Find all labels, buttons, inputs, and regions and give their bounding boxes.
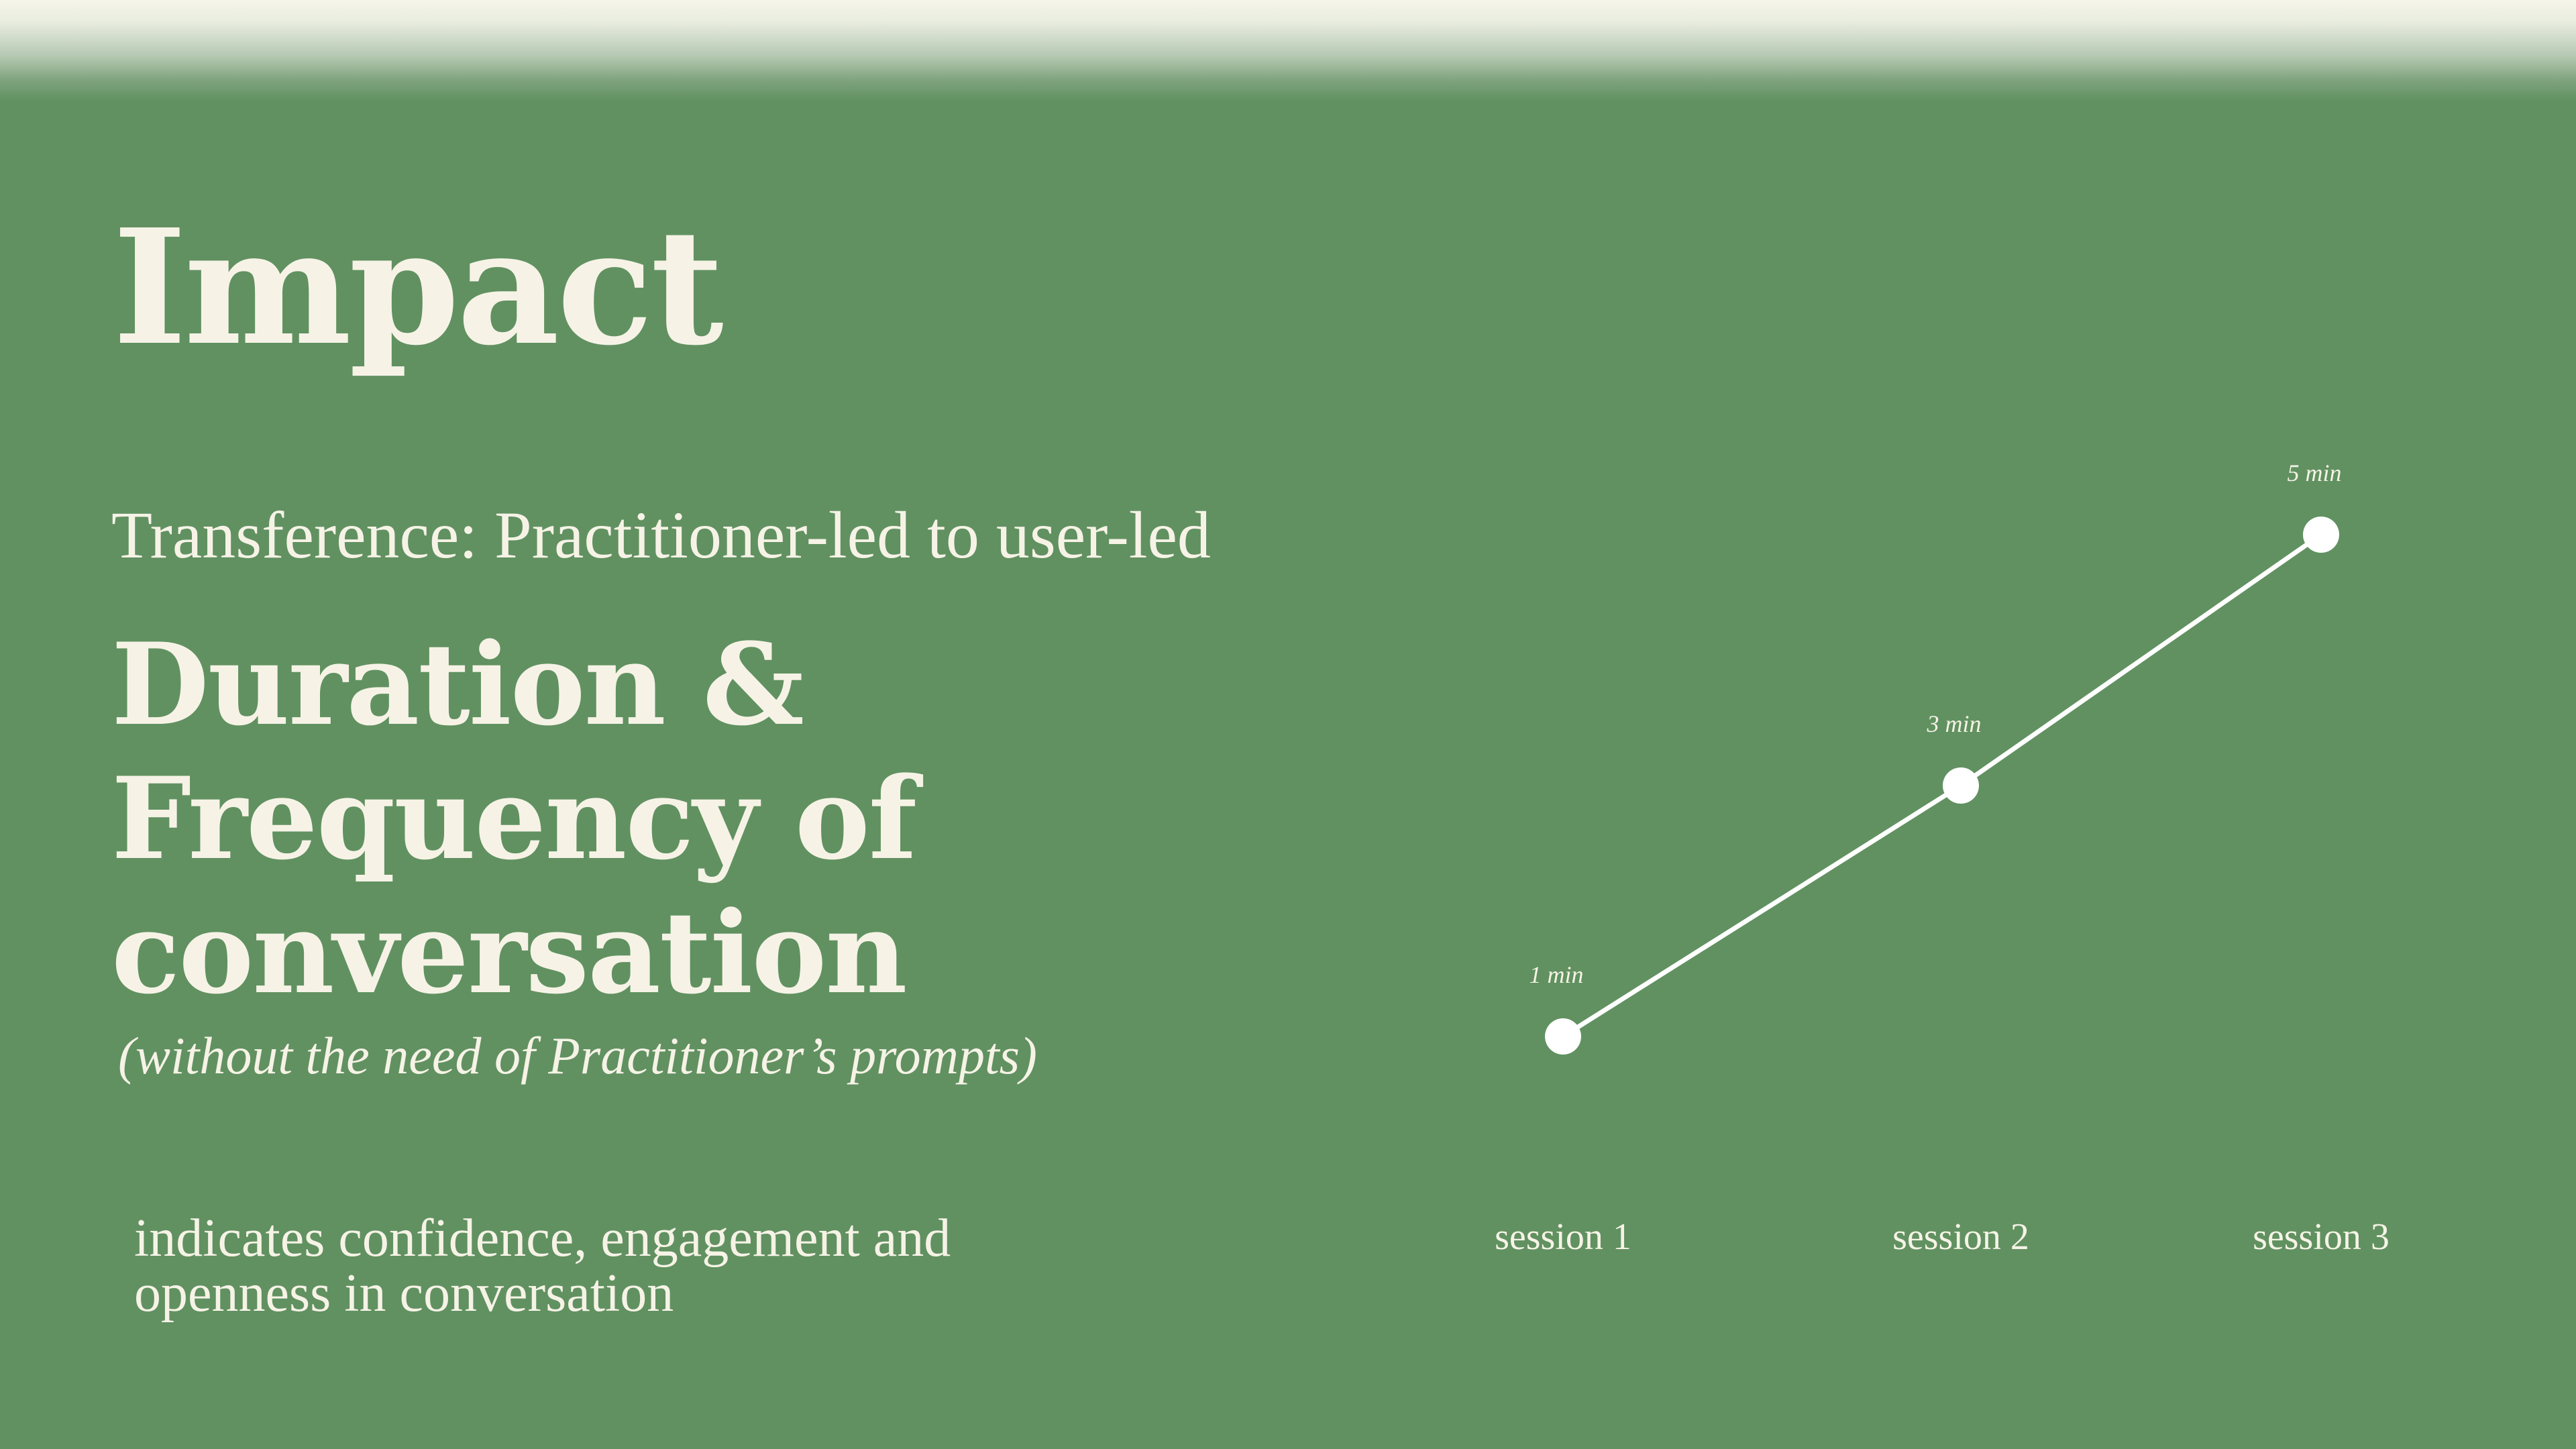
main-heading: Duration & Frequency of conversation (111, 618, 917, 1019)
data-label: 1 min (1529, 961, 1584, 988)
series-line (1562, 533, 2323, 1038)
top-gradient-band (0, 0, 2576, 101)
subtitle: Transference: Practitioner-led to user-l… (111, 498, 1211, 572)
data-point (1943, 767, 1979, 804)
data-point (1545, 1018, 1581, 1055)
x-tick-label: session 3 (2253, 1216, 2390, 1258)
data-label: 3 min (1927, 710, 1982, 737)
data-label: 5 min (2288, 460, 2342, 486)
caption-text: indicates confidence, engagement and ope… (134, 1209, 951, 1323)
data-point (2303, 517, 2339, 553)
italic-note: (without the need of Practitioner’s prom… (118, 1026, 1037, 1085)
x-tick-label: session 1 (1495, 1216, 1631, 1258)
x-tick-label: session 2 (1892, 1216, 2029, 1258)
page-title: Impact (113, 194, 724, 380)
